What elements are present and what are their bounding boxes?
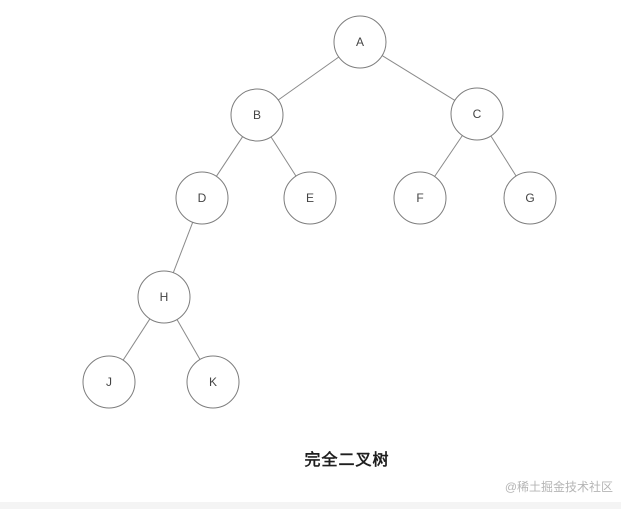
tree-node-label-E: E xyxy=(306,191,314,205)
tree-node-F: F xyxy=(393,171,447,225)
tree-node-E: E xyxy=(283,171,337,225)
tree-node-label-C: C xyxy=(473,107,482,121)
tree-node-circle-J xyxy=(82,355,136,409)
tree-node-circle-B xyxy=(230,88,284,142)
tree-node-circle-E xyxy=(283,171,337,225)
tree-edge-A-C xyxy=(381,55,456,101)
tree-node-circle-C xyxy=(450,87,504,141)
tree-node-label-D: D xyxy=(198,191,207,205)
tree-svg: A B C D E F G H J K xyxy=(82,15,557,409)
tree-node-label-A: A xyxy=(356,35,364,49)
tree-node-label-F: F xyxy=(416,191,423,205)
tree-edge-B-D xyxy=(215,136,244,177)
figure-caption: 完全二叉树 xyxy=(304,452,390,469)
tree-node-G: G xyxy=(503,171,557,225)
tree-node-C: C xyxy=(450,87,504,141)
tree-node-circle-H xyxy=(137,270,191,324)
tree-edge-A-B xyxy=(277,56,340,101)
tree-node-D: D xyxy=(175,171,229,225)
bottom-strip xyxy=(0,502,621,509)
tree-node-circle-G xyxy=(503,171,557,225)
tree-edge-H-K xyxy=(176,319,201,360)
tree-node-circle-F xyxy=(393,171,447,225)
tree-edge-B-E xyxy=(270,136,297,177)
tree-node-circle-K xyxy=(186,355,240,409)
tree-node-label-B: B xyxy=(253,108,261,122)
tree-edge-D-H xyxy=(172,222,194,273)
tree-node-label-H: H xyxy=(160,290,169,304)
tree-node-J: J xyxy=(82,355,136,409)
tree-edge-C-F xyxy=(434,135,463,177)
tree-node-label-K: K xyxy=(209,375,217,389)
tree-edge-H-J xyxy=(122,318,151,361)
tree-node-circle-D xyxy=(175,171,229,225)
tree-node-K: K xyxy=(186,355,240,409)
tree-node-B: B xyxy=(230,88,284,142)
watermark-text: @稀土掘金技术社区 xyxy=(504,480,613,494)
tree-node-label-J: J xyxy=(106,375,112,389)
tree-node-label-G: G xyxy=(525,191,534,205)
tree-node-circle-A xyxy=(333,15,387,69)
tree-edge-C-G xyxy=(490,135,517,177)
tree-node-H: H xyxy=(137,270,191,324)
tree-node-A: A xyxy=(333,15,387,69)
